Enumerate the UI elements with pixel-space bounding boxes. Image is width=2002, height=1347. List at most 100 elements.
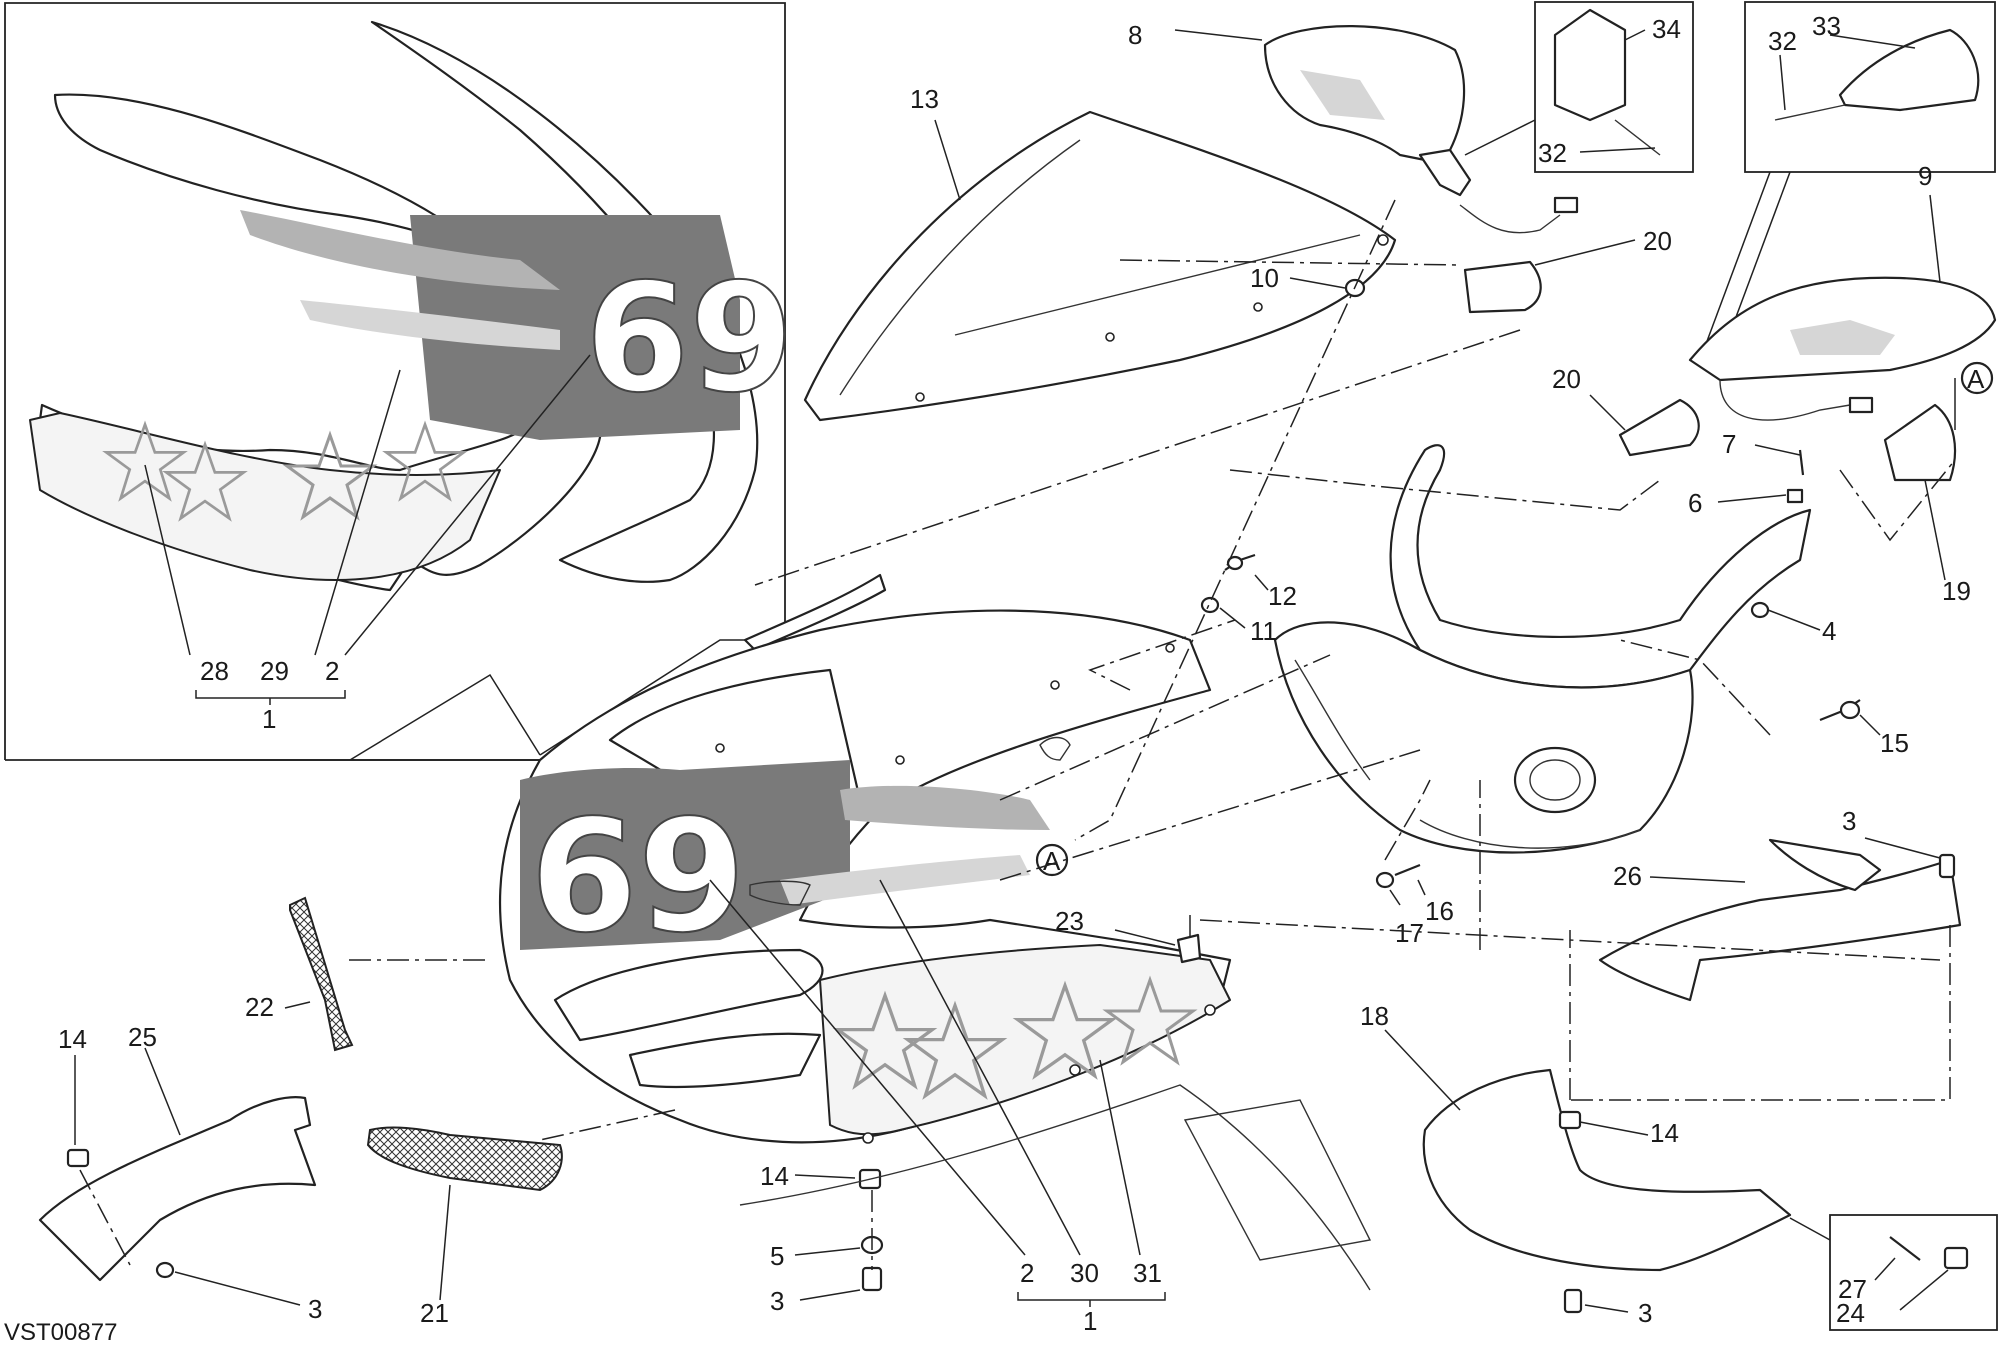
callout-1-main: 1 (1083, 1306, 1097, 1336)
leader-3-center (799, 1289, 861, 1301)
dash-bracket-19 (1839, 459, 1956, 542)
leader-14-right (1579, 1121, 1649, 1136)
leader-4 (1767, 609, 1821, 631)
windscreen-line (954, 234, 1361, 336)
leader-22 (284, 1001, 311, 1009)
screw-4 (1750, 601, 1770, 619)
screw-7 (1798, 449, 1805, 476)
leader-2-main (709, 879, 1026, 1256)
callout-17: 17 (1395, 918, 1424, 948)
callout-12: 12 (1268, 581, 1297, 611)
inset-decal-stripe-2 (300, 300, 560, 350)
mirror-stem (1418, 148, 1472, 197)
callout-11: 11 (1250, 616, 1277, 646)
windscreen-shape (803, 110, 1397, 422)
bracket-19-right (1883, 403, 1957, 482)
callout-21: 21 (420, 1298, 449, 1328)
leader-9 (1929, 194, 1941, 283)
side-panel-25 (38, 1096, 317, 1282)
spoiler-hole-3 (862, 1132, 874, 1144)
headlight-edge (1294, 659, 1371, 781)
leader-32-box33 (1779, 54, 1786, 111)
leader-2-inset (344, 354, 591, 656)
mesh-22 (289, 896, 354, 1052)
mirror-right-cable (1719, 379, 1851, 421)
leader-31 (1099, 1059, 1141, 1256)
callout-20-mid: 20 (1552, 364, 1581, 394)
bracket-20-mid (1618, 398, 1700, 457)
windscreen-edge (839, 139, 1081, 396)
screw-32-a (1614, 119, 1661, 156)
decal-number: 69 (530, 786, 746, 967)
lower-spoiler-shape (819, 944, 1231, 1136)
leader-34 (1624, 29, 1646, 41)
callout-6: 6 (1688, 488, 1702, 518)
marker-a-mid-label: A (1043, 846, 1061, 876)
leader-11 (1219, 607, 1246, 629)
leader-3-left (174, 1271, 301, 1306)
dash-spoiler-to-panel26 (1199, 919, 1941, 961)
screw-3-left (155, 1261, 175, 1279)
callout-3-left: 3 (308, 1294, 322, 1324)
spoiler-hole-2 (1204, 1004, 1216, 1016)
decal-stripe-1 (840, 785, 1050, 830)
callout-25: 25 (128, 1022, 157, 1052)
windscreen (803, 110, 1397, 422)
leader-17 (1389, 889, 1401, 906)
leader-5 (794, 1247, 861, 1256)
box-34-pointer (1464, 119, 1536, 156)
fairing-hole-3 (1050, 680, 1060, 690)
callout-7: 7 (1722, 429, 1736, 459)
leader-30 (879, 879, 1081, 1256)
leader-25 (144, 1047, 181, 1136)
box-24-pointer (1789, 1217, 1831, 1241)
leader-24 (1899, 1269, 1949, 1311)
callout-14-center: 14 (760, 1161, 789, 1191)
leader-18 (1384, 1029, 1461, 1111)
rim-trim (743, 573, 887, 652)
callout-1-inset: 1 (262, 704, 276, 734)
leader-19-right (1924, 479, 1946, 581)
box-34-frame (1534, 1, 1694, 173)
dash-16-17 (1384, 779, 1431, 861)
decal-recess (749, 880, 811, 906)
callout-32-box33: 32 (1768, 26, 1797, 56)
callout-4: 4 (1822, 616, 1836, 646)
headlight-assembly (1273, 444, 1812, 854)
callout-14-left: 14 (58, 1024, 87, 1054)
leader-15 (1859, 714, 1881, 736)
callout-22: 22 (245, 992, 274, 1022)
fairing-lower-intake (553, 948, 824, 1042)
inset-detail: 69 28 29 2 1 (4, 2, 795, 761)
fairing-slot (1039, 736, 1071, 761)
dash-fairing-to-headlight (999, 654, 1331, 801)
leader-20-top (1534, 239, 1636, 266)
leader-23 (1114, 929, 1176, 946)
dash-windscreen-to-mirror (1119, 259, 1461, 266)
callout-27: 27 (1838, 1274, 1867, 1304)
callout-3-right-bottom: 3 (1638, 1298, 1652, 1328)
screw-3-right-bottom (1563, 1288, 1583, 1314)
inset-decal-stripe-1 (240, 210, 560, 290)
screw-16 (1394, 863, 1421, 877)
drawing-code: VST00877 (4, 1319, 117, 1346)
inset-lower-spoiler (29, 412, 501, 581)
washer-14-left (66, 1148, 90, 1168)
mirror-indicator (1300, 70, 1385, 120)
washer-14-right (1558, 1110, 1582, 1130)
callout-33: 33 (1812, 11, 1841, 41)
dash-right-loop (1570, 925, 1951, 1101)
mirror-right-connector (1848, 396, 1874, 414)
leader-7 (1754, 444, 1801, 456)
screw-15-head (1839, 700, 1861, 720)
dash-panel-25 (79, 1169, 131, 1266)
spoiler-hole-1 (1069, 1064, 1081, 1076)
screw-3-right-top (1938, 853, 1956, 879)
mirror-right (1688, 276, 1997, 421)
headlight-lens-inner (1529, 759, 1581, 801)
leader-29-inset (314, 369, 401, 656)
inset-decal-number: 69 (585, 252, 794, 426)
leader-27 (1874, 1257, 1896, 1281)
callout-9: 9 (1918, 161, 1932, 191)
lower-panel-18 (1422, 1068, 1792, 1272)
